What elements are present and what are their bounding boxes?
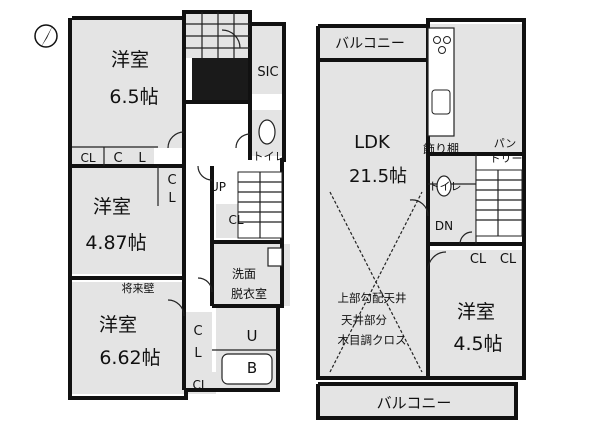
staircase-floor1 — [237, 171, 283, 239]
ceiling-note-3: 木目調クロス — [338, 333, 407, 347]
room-floor2-size: 4.5帖 — [453, 333, 502, 355]
pantry-label-2: トリー — [490, 152, 523, 165]
cl-split-c-top: C — [113, 151, 122, 166]
room-floor2-name: 洋室 — [457, 301, 495, 323]
cl-label-top-left: CL — [80, 151, 95, 165]
cl-split-l-mid: L — [168, 191, 176, 206]
ceiling-note-1: 上部勾配天井 — [338, 291, 407, 305]
room-bottom-name: 洋室 — [99, 314, 137, 336]
toilet-fixture-icon — [258, 119, 276, 145]
balcony-top-label: バルコニー — [335, 36, 405, 52]
room-mid-name: 洋室 — [93, 196, 131, 218]
toilet-fixture-icon-2 — [436, 175, 452, 197]
bath-u-label: U — [247, 327, 258, 345]
room-mid-size: 4.87帖 — [85, 232, 146, 254]
ceiling-note-2: 天井部分 — [341, 313, 387, 327]
cl-label-stair: CL — [228, 213, 243, 227]
floor-1: 洋室 6.5帖 洋室 4.87帖 洋室 6.62帖 CL C L C L CL … — [68, 10, 290, 400]
room-top-size: 6.5帖 — [109, 86, 158, 108]
kitchen-counter — [427, 27, 455, 137]
door-swings-floor1 — [167, 29, 251, 317]
balcony-bottom-label: バルコニー — [377, 394, 452, 412]
room-bottom-size: 6.62帖 — [99, 347, 160, 369]
sic-label: SIC — [257, 65, 278, 80]
north-arrow-icon — [34, 24, 58, 48]
ldk-name: LDK — [354, 132, 391, 153]
staircase-floor2 — [475, 169, 523, 237]
dn-label: DN — [435, 219, 453, 233]
washbasin-icon — [267, 247, 283, 267]
pantry-label-1: パン — [494, 137, 517, 150]
cl-split-c-mid: C — [167, 173, 176, 188]
display-shelf-label: 飾り棚 — [423, 141, 459, 156]
cl-label-floor2-right: CL — [500, 252, 517, 267]
cl-split-l-top: L — [138, 151, 146, 166]
cl-split-c-bottom: C — [193, 324, 202, 339]
up-label: UP — [210, 180, 226, 194]
toilet-label-floor2: トイレ — [429, 180, 462, 193]
cl-label-bottom: CL — [192, 378, 207, 392]
door-swings-floor2 — [409, 199, 473, 271]
room-top-name: 洋室 — [111, 49, 149, 71]
toilet-label-floor1: トイレ — [253, 150, 286, 163]
washroom-label-1: 洗面 — [232, 267, 256, 281]
washroom-label-2: 脱衣室 — [231, 286, 267, 301]
cl-label-floor2-left: CL — [470, 252, 487, 267]
future-wall-label: 将来壁 — [122, 281, 155, 295]
bathtub-icon — [221, 353, 273, 385]
ldk-size: 21.5帖 — [349, 166, 407, 187]
floor-2: バルコニー LDK 21.5帖 飾り棚 パン トリー トイレ DN CL CL … — [316, 18, 526, 420]
bath-b-label: B — [247, 359, 257, 377]
cl-split-l-bottom: L — [194, 346, 202, 361]
